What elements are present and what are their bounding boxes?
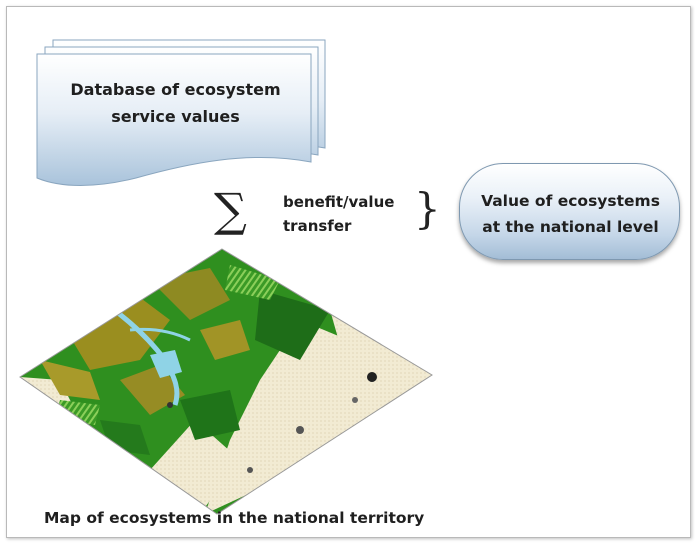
database-label-line2: service values: [111, 107, 240, 126]
transfer-label-line1: benefit/value: [283, 193, 395, 211]
ecosystem-map-image: [19, 248, 433, 515]
transfer-label: benefit/value transfer: [283, 190, 394, 238]
sigma-symbol: ∑: [214, 183, 247, 237]
national-value-label: Value of ecosystems at the national leve…: [460, 188, 681, 240]
national-value-line2: at the national level: [482, 218, 659, 236]
database-label-line1: Database of ecosystem: [70, 80, 281, 99]
map-caption: Map of ecosystems in the national territ…: [44, 509, 425, 527]
transfer-label-line2: transfer: [283, 217, 352, 235]
database-document-stack: [36, 39, 326, 186]
brace-symbol: }: [414, 184, 441, 233]
national-value-line1: Value of ecosystems: [481, 192, 660, 210]
national-value-box: Value of ecosystems at the national leve…: [459, 163, 680, 260]
database-label: Database of ecosystem service values: [38, 76, 313, 130]
